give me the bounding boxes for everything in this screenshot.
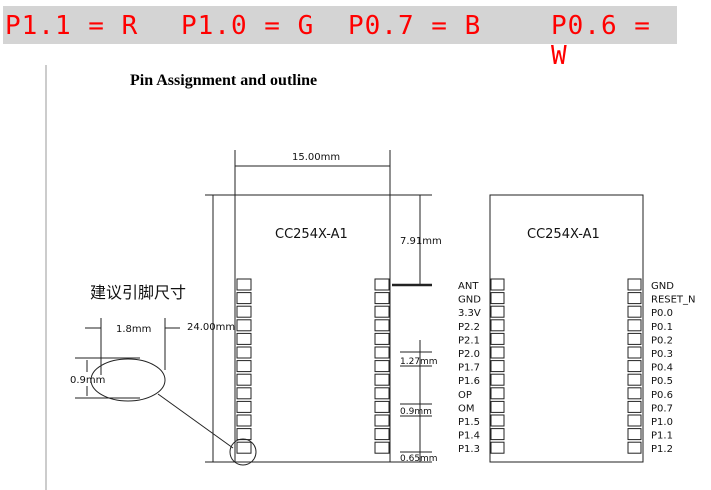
pad [236,346,252,359]
left-pin-label: P2.2 [458,322,480,333]
pad [374,292,390,305]
right-pin-label: P1.2 [651,444,673,455]
module-pinout [489,194,644,463]
right-pin-label: P0.6 [651,390,673,401]
left-pin-label: P2.0 [458,349,480,360]
pad [374,441,390,454]
pad [374,305,390,318]
pin-pad [490,278,505,291]
pad [236,414,252,427]
pad-dim: 0.9mm [400,407,432,417]
banner-red: P1.1 = R [5,11,139,41]
pin-pad [490,373,505,386]
pad [236,360,252,373]
left-pin-label: OM [458,403,475,414]
pin-pad [627,360,642,373]
pad [374,346,390,359]
page-title: Pin Assignment and outline [130,72,318,89]
pin-pad [490,305,505,318]
right-pin-label: P1.0 [651,417,673,428]
pad [236,441,252,454]
pad [374,414,390,427]
left-pin-label: P1.6 [458,376,480,387]
right-pin-label: P0.0 [651,308,673,319]
left-pin-label: P2.1 [458,335,480,346]
left-pin-label: P1.4 [458,431,480,442]
pin-pad [627,319,642,332]
pin-pad [490,346,505,359]
width-dim: 15.00mm [292,152,340,163]
bottom-dim: 0.65mm [400,454,438,464]
pad [374,400,390,413]
right-pin-label: P0.3 [651,349,673,360]
pad [236,428,252,441]
pad [374,332,390,345]
pad [374,428,390,441]
banner-white: P0.6 = W [551,11,651,71]
pad [236,305,252,318]
pad [374,278,390,291]
right-pin-label: P0.2 [651,335,673,346]
pad-length-dim: 1.8mm [116,324,151,335]
left-pin-label: P1.5 [458,417,480,428]
module-label: CC254X-A1 [275,227,348,242]
pin-pad [627,387,642,400]
pin-pad [627,373,642,386]
pad [236,387,252,400]
banner-green: P1.0 = G [181,11,315,41]
right-pin-label: GND [651,281,674,292]
pin-pad [627,428,642,441]
pitch-dim: 1.27mm [400,357,438,367]
height-dim: 24.00mm [187,322,235,333]
pad [236,373,252,386]
pin-pad [627,400,642,413]
pin-pad [490,292,505,305]
pin-pad [490,441,505,454]
pad [374,373,390,386]
right-pin-label: P0.4 [651,363,673,374]
pad-width-dim: 0.9mm [70,375,105,386]
pad [374,387,390,400]
right-pin-label: P0.1 [651,322,673,333]
right-pin-label: RESET_N [651,295,696,306]
pad-ellipse [90,358,166,402]
pin-pad [627,278,642,291]
pad [374,360,390,373]
pad-highlight-circle [229,438,257,466]
pin-pad [490,414,505,427]
pin-pad [490,332,505,345]
left-pin-label: 3.3V [458,308,481,319]
pin-pad [627,292,642,305]
left-pin-label: GND [458,295,481,306]
pad [374,319,390,332]
pin-pad [627,346,642,359]
banner-blue: P0.7 = B [348,11,482,41]
pad [236,278,252,291]
pin-pad [627,414,642,427]
pin-pad [627,305,642,318]
antenna-dim: 7.91mm [400,236,442,247]
left-pin-label: P1.7 [458,363,480,374]
pin-pad [490,387,505,400]
left-pin-label: OP [458,390,472,401]
pin-pad [490,428,505,441]
left-pin-label: P1.3 [458,444,480,455]
pad [236,292,252,305]
pin-pad [627,332,642,345]
pin-pad [490,360,505,373]
right-pin-label: P0.7 [651,403,673,414]
left-pin-label: ANT [458,281,479,292]
pad [236,400,252,413]
pin-pad [490,400,505,413]
pad [236,332,252,345]
right-pin-label: P0.5 [651,376,673,387]
right-pin-label: P1.1 [651,431,673,442]
color-pin-banner: P1.1 = R P1.0 = G P0.7 = B P0.6 = W [3,6,677,71]
pin-pad [627,441,642,454]
module-label-2: CC254X-A1 [527,227,600,242]
pin-pad [490,319,505,332]
pad [236,319,252,332]
footprint-note: 建议引脚尺寸 [90,283,186,302]
